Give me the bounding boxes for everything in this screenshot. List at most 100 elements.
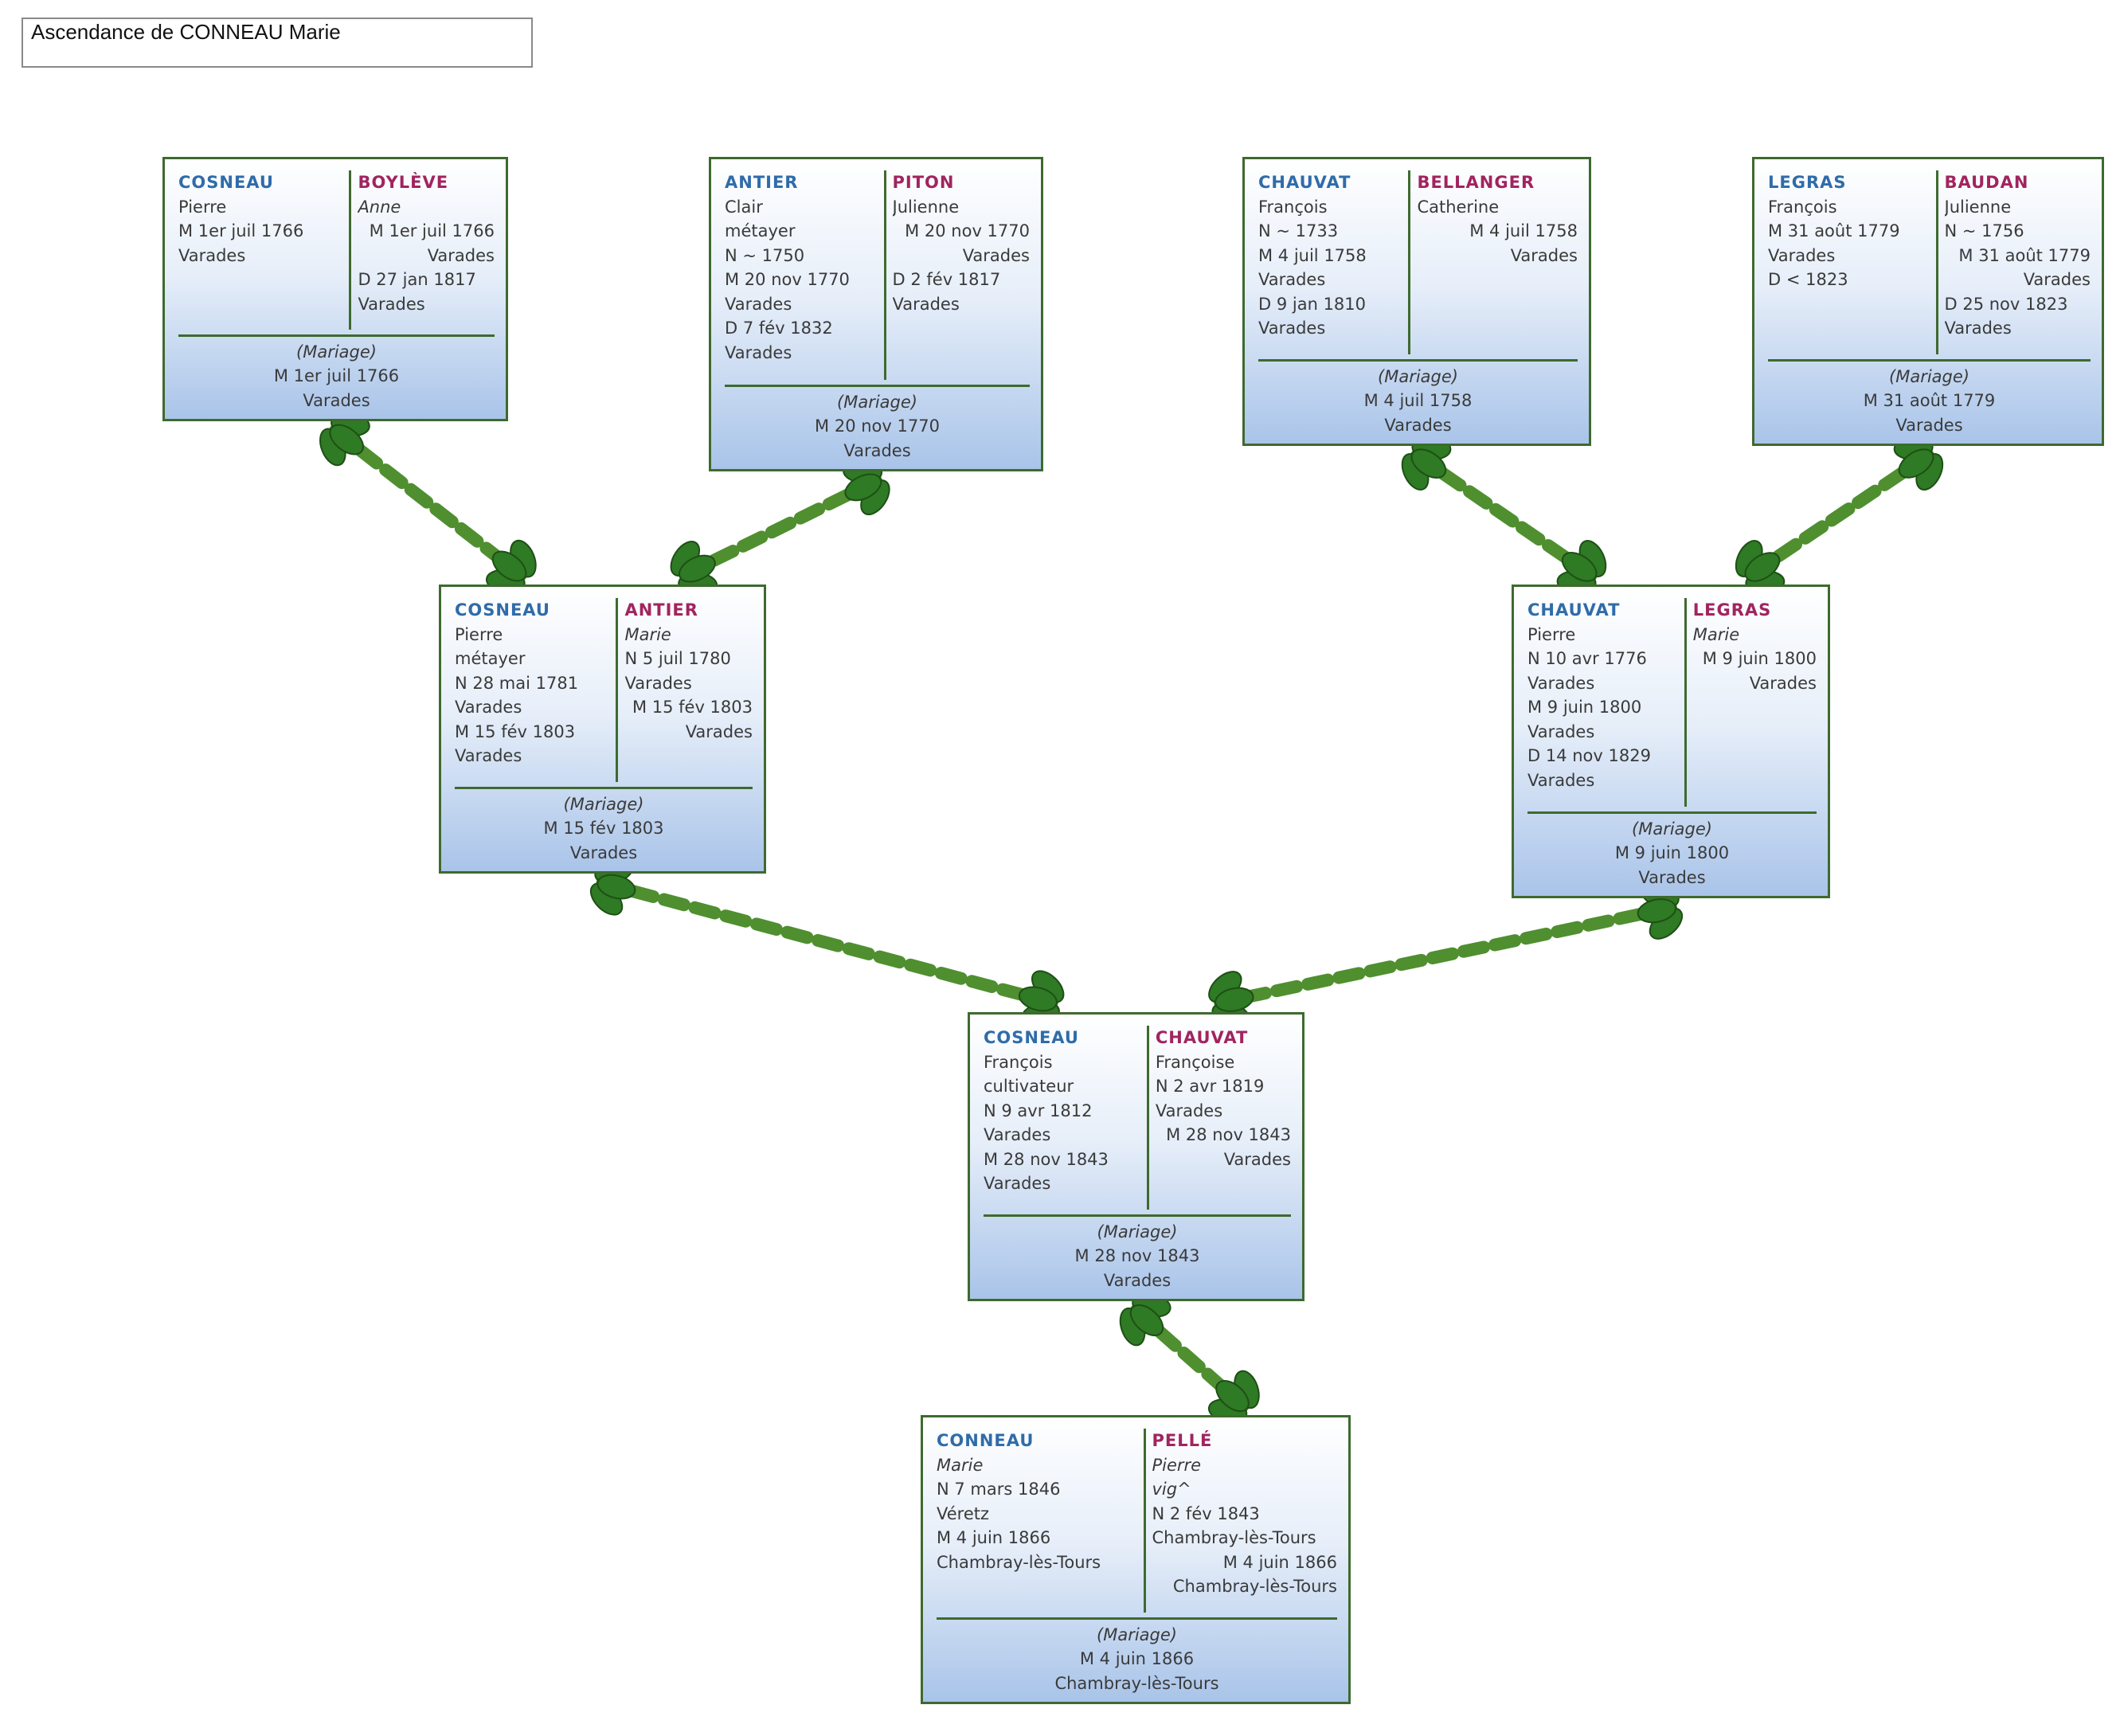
wife-surname[interactable]: LEGRAS bbox=[1692, 600, 1772, 620]
marriage-separator bbox=[984, 1214, 1291, 1217]
detail-line: D 2 fév 1817 bbox=[892, 270, 1001, 289]
chart-title: Ascendance de CONNEAU Marie bbox=[31, 20, 341, 44]
marriage-label: (Mariage) bbox=[563, 794, 644, 814]
detail-line: Varades bbox=[1510, 245, 1578, 265]
detail-line: M 1er juil 1766 bbox=[178, 221, 304, 240]
marriage-label: (Mariage) bbox=[1097, 1625, 1177, 1644]
detail-line: Varades bbox=[1749, 673, 1817, 693]
detail-line: François bbox=[1768, 197, 1837, 217]
leaf-icon bbox=[1208, 971, 1254, 1028]
detail-line: M 9 juin 1800 bbox=[1527, 698, 1642, 717]
detail-line: Julienne bbox=[1944, 197, 2012, 217]
wife-surname[interactable]: BOYLÈVE bbox=[358, 173, 449, 192]
detail-line: N 7 mars 1846 bbox=[937, 1480, 1061, 1499]
detail-line: M 15 fév 1803 bbox=[632, 698, 753, 717]
detail-line: Pierre bbox=[455, 624, 503, 644]
detail-line: N 5 juil 1780 bbox=[624, 649, 731, 668]
detail-line: M 20 nov 1770 bbox=[725, 270, 850, 289]
husband-surname[interactable]: ANTIER bbox=[725, 173, 799, 192]
detail-line: Chambray-lès-Tours bbox=[1172, 1577, 1337, 1596]
marriage-place: Varades bbox=[1384, 415, 1452, 435]
detail-line: M 1er juil 1766 bbox=[369, 221, 495, 240]
detail-line: Varades bbox=[1527, 721, 1595, 741]
detail-line: Varades bbox=[1223, 1149, 1291, 1169]
detail-line: métayer bbox=[725, 221, 796, 240]
marriage-date: M 20 nov 1770 bbox=[815, 416, 940, 436]
detail-line: N 2 avr 1819 bbox=[1155, 1077, 1265, 1096]
wife-surname[interactable]: BELLANGER bbox=[1417, 173, 1535, 192]
detail-line: Varades bbox=[178, 245, 246, 265]
vine-link bbox=[329, 424, 527, 581]
husband-surname[interactable]: COSNEAU bbox=[984, 1028, 1079, 1047]
marriage-date: M 15 fév 1803 bbox=[543, 819, 664, 838]
marriage-date: M 4 juin 1866 bbox=[1079, 1649, 1195, 1668]
detail-line: Pierre bbox=[178, 197, 227, 217]
marriage-place: Varades bbox=[1895, 415, 1963, 435]
wife-surname[interactable]: PELLÉ bbox=[1152, 1431, 1213, 1450]
detail-line: Varades bbox=[892, 294, 960, 314]
detail-line: Varades bbox=[1258, 270, 1326, 289]
detail-line: Véretz bbox=[937, 1503, 990, 1523]
husband-surname[interactable]: LEGRAS bbox=[1768, 173, 1847, 192]
detail-line: Varades bbox=[1258, 319, 1326, 338]
marriage-separator bbox=[455, 786, 753, 789]
detail-line: Varades bbox=[1527, 673, 1595, 693]
detail-line: Pierre bbox=[1152, 1455, 1202, 1475]
detail-line: Varades bbox=[427, 245, 495, 265]
wife-surname[interactable]: ANTIER bbox=[624, 600, 698, 620]
husband-surname[interactable]: COSNEAU bbox=[178, 173, 274, 192]
detail-line: D < 1823 bbox=[1768, 270, 1848, 289]
detail-line: M 9 juin 1800 bbox=[1702, 649, 1817, 668]
husband-surname[interactable]: CHAUVAT bbox=[1527, 600, 1621, 620]
vine-link bbox=[1214, 901, 1677, 1009]
marriage-date: M 28 nov 1843 bbox=[1074, 1246, 1200, 1265]
detail-line: François bbox=[1258, 197, 1328, 217]
detail-line: M 4 juin 1866 bbox=[937, 1528, 1051, 1547]
detail-line: Varades bbox=[984, 1125, 1051, 1144]
husband-surname[interactable]: COSNEAU bbox=[455, 600, 550, 620]
wife-surname[interactable]: CHAUVAT bbox=[1155, 1028, 1249, 1047]
marriage-place: Chambray-lès-Tours bbox=[1054, 1673, 1219, 1693]
marriage-place: Varades bbox=[303, 390, 370, 410]
detail-line: Françoise bbox=[1155, 1052, 1235, 1072]
detail-line: Varades bbox=[962, 245, 1030, 265]
wife-surname[interactable]: PITON bbox=[892, 173, 955, 192]
wife-surname[interactable]: BAUDAN bbox=[1944, 173, 2029, 192]
detail-line: Varades bbox=[984, 1174, 1051, 1193]
detail-line: Varades bbox=[455, 698, 522, 717]
detail-line: N ~ 1750 bbox=[725, 245, 805, 265]
marriage-place: Varades bbox=[843, 440, 911, 460]
detail-line: M 15 fév 1803 bbox=[455, 721, 576, 741]
husband-surname[interactable]: CONNEAU bbox=[937, 1431, 1035, 1450]
detail-line: Marie bbox=[1692, 624, 1740, 644]
detail-line: Chambray-lès-Tours bbox=[1152, 1528, 1316, 1547]
marriage-separator bbox=[725, 384, 1030, 387]
marriage-date: M 9 juin 1800 bbox=[1614, 843, 1730, 862]
detail-line: Catherine bbox=[1417, 197, 1500, 217]
husband-surname[interactable]: CHAUVAT bbox=[1258, 173, 1351, 192]
detail-line: D 7 fév 1832 bbox=[725, 319, 833, 338]
detail-line: Clair bbox=[725, 197, 763, 217]
detail-line: D 27 jan 1817 bbox=[358, 270, 476, 289]
detail-line: cultivateur bbox=[984, 1077, 1074, 1096]
